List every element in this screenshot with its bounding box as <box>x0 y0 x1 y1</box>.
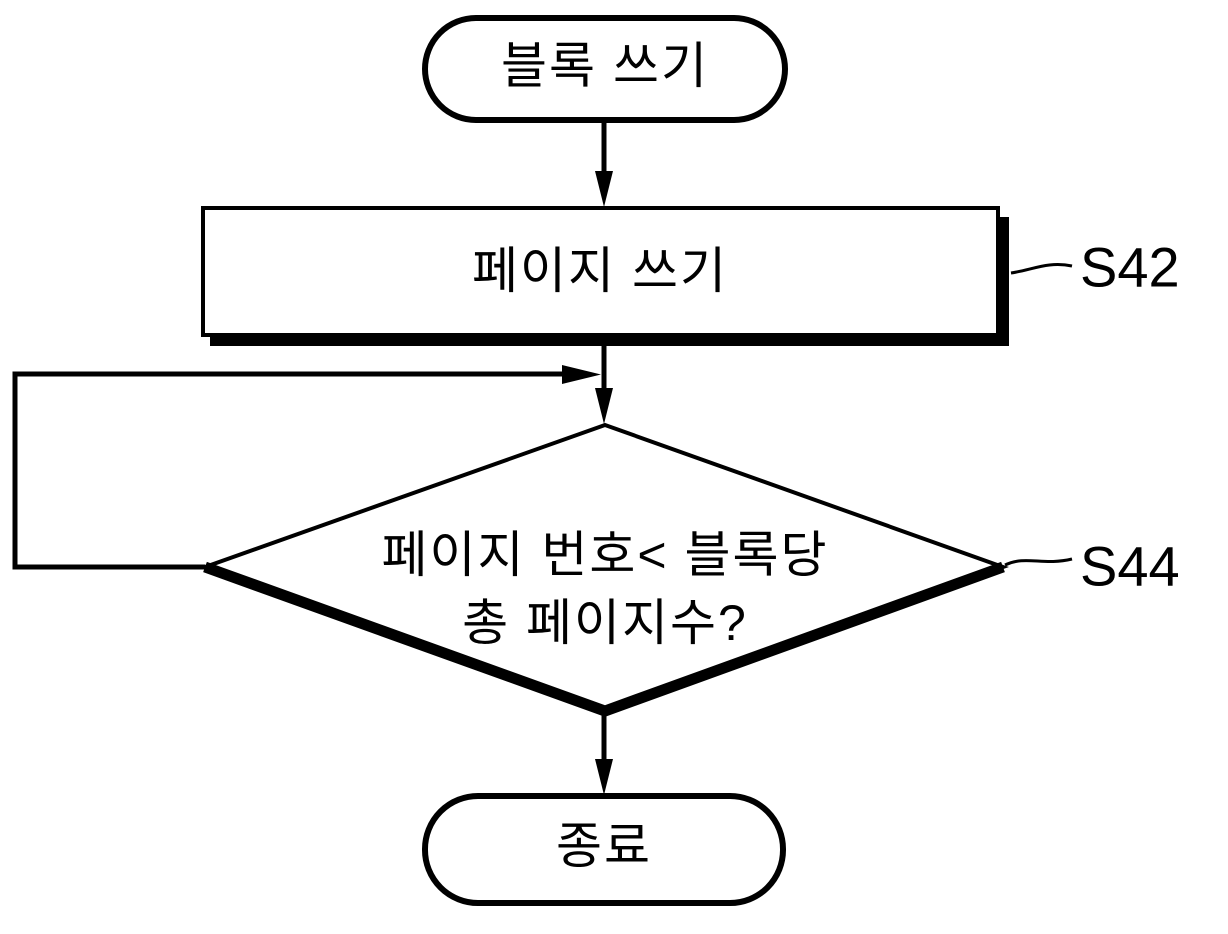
start-node-shape <box>422 15 788 123</box>
end-node-label: 종료 <box>556 818 652 874</box>
down-arrowhead-icon <box>595 171 613 207</box>
start-node: 블록 쓰기 <box>422 15 788 123</box>
s42-leader-line <box>1010 263 1073 275</box>
loop-back-arrow <box>12 365 601 570</box>
down-arrowhead-icon <box>595 388 613 424</box>
step-s44: S44 <box>1004 535 1180 598</box>
process-node-shape <box>201 206 1000 337</box>
loop-back-arrowhead-icon <box>562 365 601 384</box>
arrow-decision-to-end <box>595 711 613 795</box>
s44-leader-line <box>1004 557 1073 567</box>
step-s42: S42 <box>1010 236 1180 299</box>
arrow-start-to-process <box>595 119 613 207</box>
process-node: 페이지 쓰기 <box>201 206 1009 346</box>
end-node: 종료 <box>422 793 786 906</box>
arrow-process-to-decision <box>595 336 613 424</box>
loop-back-line <box>12 371 584 570</box>
s42-step-label: S42 <box>1080 236 1180 299</box>
down-arrowhead-icon <box>595 759 613 795</box>
decision-node-label-line2: 총 페이지수? <box>462 595 748 651</box>
end-node-shape <box>422 793 786 906</box>
decision-node-label-line1: 페이지 번호< 블록당 <box>382 527 829 583</box>
decision-shadow-edges <box>203 561 1005 717</box>
decision-node: 페이지 번호< 블록당 총 페이지수? <box>199 422 1009 717</box>
process-node-label: 페이지 쓰기 <box>472 243 728 299</box>
s44-step-label: S44 <box>1080 535 1180 598</box>
start-node-label: 블록 쓰기 <box>501 38 709 94</box>
